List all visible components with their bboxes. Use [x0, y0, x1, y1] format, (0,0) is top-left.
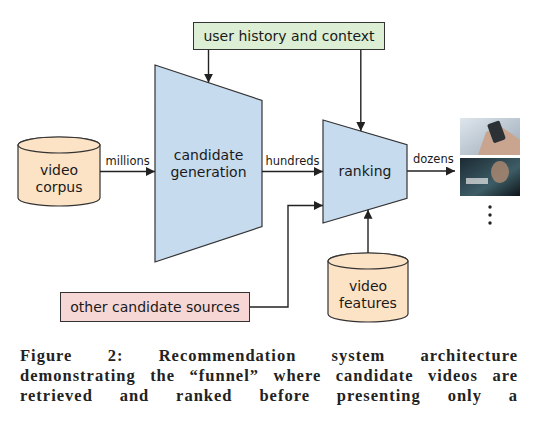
output-arrow	[407, 170, 455, 171]
logo-mark	[466, 178, 488, 184]
node-text: other candidate sources	[70, 299, 239, 316]
generation-funnel: candidate generation	[155, 65, 262, 262]
flow-arrow	[250, 206, 323, 308]
node-text: video corpus	[28, 162, 90, 196]
flow-arrow	[367, 210, 368, 253]
node-text: video features	[337, 278, 399, 312]
phone-shape	[487, 120, 506, 143]
count-label: dozens	[413, 153, 454, 166]
ellipsis-dot	[488, 221, 491, 224]
count-label: millions	[106, 155, 150, 168]
ranking-funnel: ranking	[323, 120, 407, 223]
video-thumbnail	[460, 118, 520, 155]
sources-box: other candidate sources	[60, 292, 250, 322]
person-shape	[491, 161, 509, 183]
figure-caption: Figure 2: Recommendation system architec…	[20, 346, 518, 406]
node-text: candidate generation	[161, 147, 256, 181]
flow-arrow	[360, 50, 361, 131]
features-cylinder: video features	[328, 253, 408, 322]
flow-arrow	[208, 50, 209, 83]
flow-arrow	[262, 171, 323, 172]
ellipsis-dot	[488, 205, 491, 208]
corpus-cylinder: video corpus	[18, 137, 100, 206]
flow-arrow	[100, 171, 155, 172]
video-thumbnail	[460, 158, 520, 196]
count-label: hundreds	[266, 155, 320, 168]
node-text: ranking	[339, 163, 392, 180]
context-box: user history and context	[193, 22, 385, 50]
node-text: user history and context	[203, 28, 374, 45]
ellipsis-dot	[488, 213, 491, 216]
